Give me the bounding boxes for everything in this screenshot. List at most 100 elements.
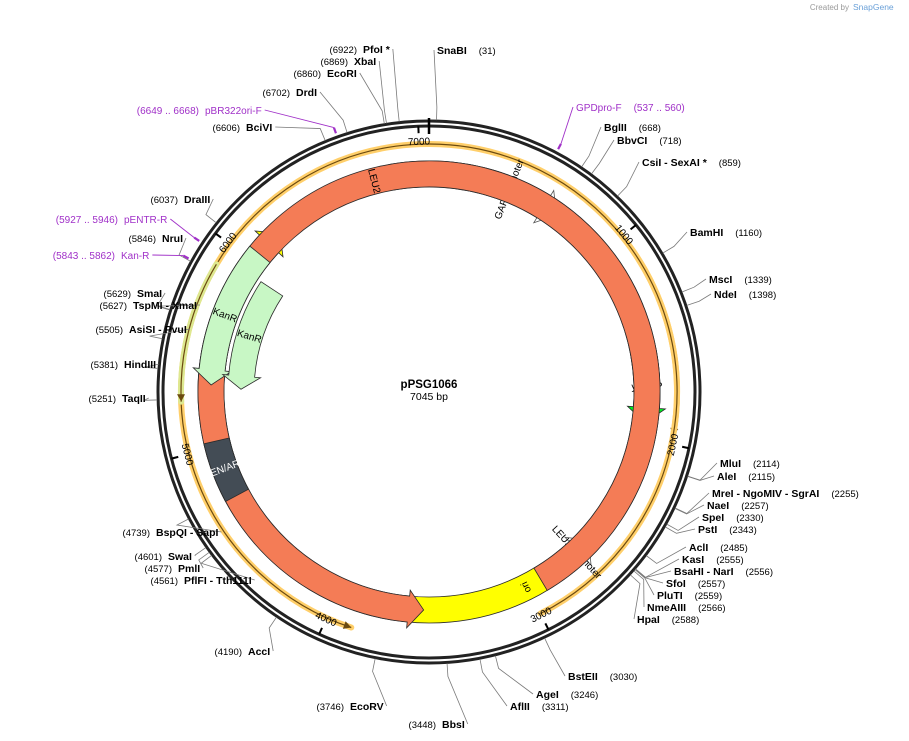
feature-cen-ars[interactable] [203, 437, 250, 503]
enzyme-mrei-ngomiv-sgrai[interactable]: MreI - NgoMIV - SgrAI [712, 488, 819, 500]
enzyme-pos-nrui: (5846) [129, 234, 156, 245]
enzyme-taqii[interactable]: TaqII [122, 393, 146, 405]
primer-kan-r[interactable]: Kan-R [121, 251, 149, 262]
leader-pluti [634, 569, 655, 596]
primer-range-gpdpro-f: (537 .. 560) [634, 103, 685, 114]
enzyme-pos-pfoi: (6922) [330, 45, 357, 56]
enzyme-acli[interactable]: AclI [689, 542, 708, 554]
enzyme-pos-pflfi-tth111i: (4561) [151, 576, 178, 587]
enzyme-naei[interactable]: NaeI [707, 500, 729, 512]
primer-gpdpro-f[interactable]: GPDpro-F [576, 103, 622, 114]
enzyme-ecori[interactable]: EcoRI [327, 68, 357, 80]
enzyme-spei[interactable]: SpeI [702, 512, 724, 524]
enzyme-nrui[interactable]: NruI [162, 233, 183, 245]
leader-bbsi [446, 663, 469, 725]
backbone [156, 118, 702, 665]
enzyme-pfoi[interactable]: PfoI * [363, 44, 391, 56]
enzyme-xbai[interactable]: XbaI [354, 56, 376, 68]
enzyme-pluti[interactable]: PluTI [657, 590, 683, 602]
leader-drdi [319, 91, 348, 133]
enzyme-agei[interactable]: AgeI [536, 689, 559, 701]
leader-hindiii [144, 363, 160, 369]
enzyme-sfoi[interactable]: SfoI [666, 578, 686, 590]
enzyme-pos-xbai: (6869) [321, 57, 348, 68]
leader-agei [495, 655, 534, 695]
primer-pentr-r[interactable]: pENTR-R [124, 215, 167, 226]
orf-layer [177, 141, 680, 631]
credit-prefix: Created by [810, 3, 849, 12]
enzyme-csii-sexai[interactable]: CsiI - SexAI * [642, 157, 708, 169]
enzyme-hpai[interactable]: HpaI [637, 614, 660, 626]
enzyme-ecorv[interactable]: EcoRV [350, 701, 384, 713]
enzyme-pos-sfoi: (2557) [698, 579, 725, 590]
enzyme-pos-asisi-pvui: (5505) [96, 325, 123, 336]
enzyme-bglii[interactable]: BglII [604, 122, 627, 134]
leader-pmli [198, 551, 210, 569]
credit-brand[interactable]: SnapGene [853, 2, 894, 12]
leader-ecori [359, 72, 385, 124]
enzyme-asisi-pvui[interactable]: AsiSI - PvuI [129, 324, 187, 336]
enzyme-kasi[interactable]: KasI [682, 554, 704, 566]
enzyme-bspqi-sapi[interactable]: BspQI - SapI [156, 527, 219, 539]
enzyme-pmli[interactable]: PmlI [178, 563, 200, 575]
enzyme-pos-ecori: (6860) [294, 69, 321, 80]
enzyme-bbsi[interactable]: BbsI [442, 719, 465, 731]
enzyme-pos-mrei-ngomiv-sgrai: (2255) [831, 489, 858, 500]
primer-leader-gpdpro-f [560, 106, 574, 145]
enzyme-pos-ndei: (1398) [749, 290, 776, 301]
plasmid-length: 7045 bp [410, 391, 448, 403]
enzyme-snabi[interactable]: SnaBI [437, 45, 467, 57]
leader-asisi-pvui [149, 328, 190, 340]
enzyme-pos-naei: (2257) [741, 501, 768, 512]
primer-leader-pbr322ori-f [264, 109, 335, 129]
primer-mark-pentr-r [193, 236, 200, 242]
enzyme-mlui[interactable]: MluI [720, 458, 741, 470]
primer-pbr322ori-f[interactable]: pBR322ori-F [205, 106, 262, 117]
enzyme-bcivi[interactable]: BciVI [246, 122, 272, 134]
leader-alei [687, 475, 715, 481]
leader-bglii [581, 126, 602, 168]
orf-kanr-line [180, 264, 217, 402]
primer-leader-kan-r [152, 254, 184, 257]
enzyme-pflfi-tth111i[interactable]: PflFI - Tth111I [184, 575, 252, 587]
feature-kanr-outer[interactable] [192, 245, 271, 386]
enzyme-pos-bspqi-sapi: (4739) [123, 528, 150, 539]
enzyme-bbvci[interactable]: BbvCI [617, 135, 647, 147]
enzyme-tspmi-xmai[interactable]: TspMI - XmaI [133, 300, 197, 312]
enzyme-pos-kasi: (2555) [716, 555, 743, 566]
enzyme-acci[interactable]: AccI [248, 646, 270, 658]
enzyme-pos-acli: (2485) [720, 543, 747, 554]
leader-snabi [433, 49, 438, 121]
enzyme-psti[interactable]: PstI [698, 524, 717, 536]
feature-kanr-inner[interactable] [221, 281, 284, 390]
tick-label-7000: 7000 [408, 136, 431, 148]
enzyme-hindiii[interactable]: HindIII [124, 359, 156, 371]
enzyme-draiii[interactable]: DraIII [184, 194, 210, 206]
tick-label-2000: 2000 [666, 432, 682, 456]
enzyme-alei[interactable]: AleI [717, 471, 736, 483]
tick-mark-3000 [544, 622, 550, 631]
enzyme-ndei[interactable]: NdeI [714, 289, 737, 301]
enzyme-bsahi-nari[interactable]: BsaHI - NarI [674, 566, 734, 578]
enzyme-nmeaiii[interactable]: NmeAIII [647, 602, 686, 614]
enzyme-drdi[interactable]: DrdI [296, 87, 317, 99]
leader-nmeaiii [633, 570, 645, 608]
enzyme-bsteii[interactable]: BstEII [568, 671, 598, 683]
orf-kanr-head [177, 394, 186, 402]
enzyme-pos-nmeaiii: (2566) [698, 603, 725, 614]
leader-bamhi [662, 231, 688, 254]
primer-range-pbr322ori-f: (6649 .. 6668) [137, 106, 199, 117]
enzyme-pos-pluti: (2559) [695, 591, 722, 602]
primer-mark-kan-r [182, 254, 190, 260]
enzyme-smai[interactable]: SmaI [137, 288, 162, 300]
enzyme-msci[interactable]: MscI [709, 274, 732, 286]
enzyme-pos-bbsi: (3448) [409, 720, 436, 731]
enzyme-aflii[interactable]: AflII [510, 701, 530, 713]
leader-acli [646, 546, 687, 564]
leader-ndei [686, 293, 712, 306]
leader-pflfi-tth111i [200, 555, 255, 581]
enzyme-swai[interactable]: SwaI [168, 551, 192, 563]
leader-xbai [378, 60, 387, 124]
leader-tspmi-xmai [157, 304, 200, 311]
enzyme-bamhi[interactable]: BamHI [690, 227, 723, 239]
